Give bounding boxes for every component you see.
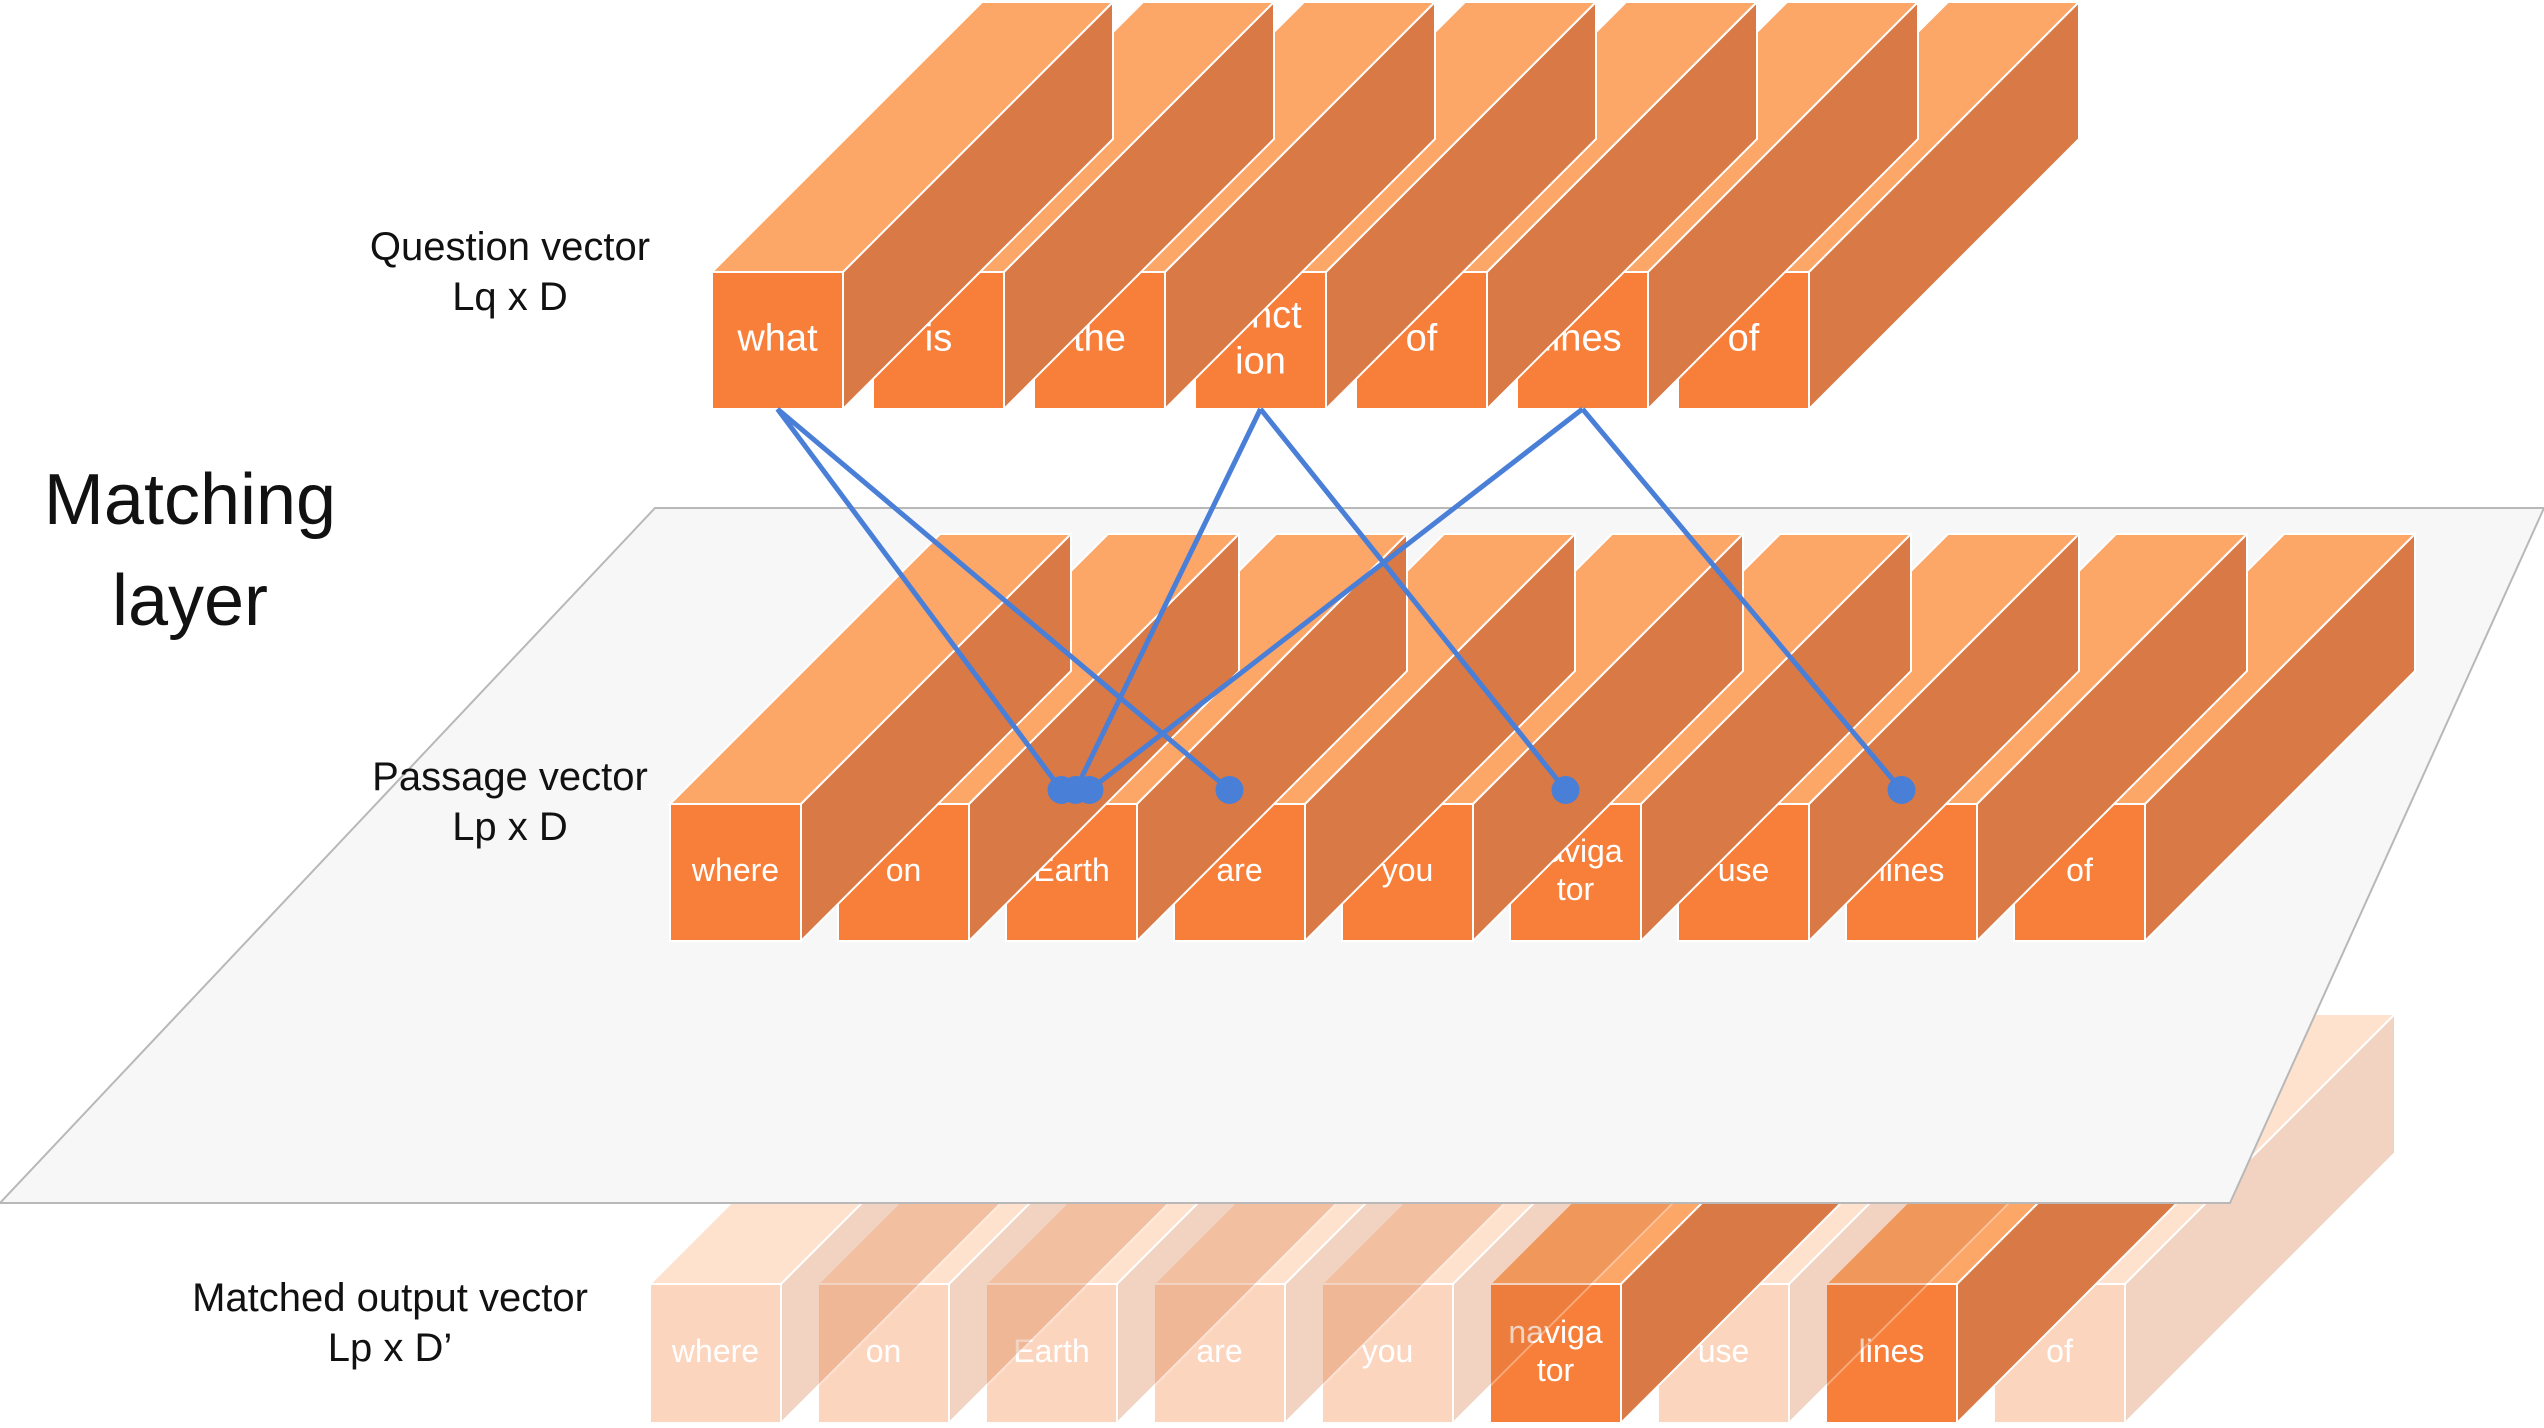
output-token-label: tor — [1537, 1352, 1575, 1388]
question-token-front-face — [711, 271, 844, 410]
output-token-side-face — [2124, 1011, 2396, 1426]
matching-layer-label: Matching layer — [43, 460, 337, 641]
attention-link-line — [1258, 407, 1568, 792]
output-token-label: where — [671, 1333, 759, 1369]
output-vector-label: Matched output vector Lp x D’ — [192, 1276, 588, 1370]
passage-vector-label: Passage vector Lp x D — [372, 755, 648, 849]
question-token-label: ion — [1235, 340, 1286, 382]
output-token-label: of — [2046, 1333, 2073, 1369]
output-token-label: Earth — [1013, 1333, 1089, 1369]
attention-link-dot — [1887, 776, 1916, 804]
passage-token-label: on — [886, 852, 922, 888]
output-token-label: you — [1362, 1333, 1414, 1369]
attention-link-dot — [1215, 776, 1244, 804]
output-token-front-face — [1825, 1283, 1958, 1424]
question-token-label: is — [925, 318, 952, 360]
output-token-front-face — [649, 1283, 782, 1424]
output-token-label: lines — [1859, 1333, 1925, 1369]
passage-token-front-face — [669, 803, 802, 942]
question-token-label: what — [736, 318, 818, 360]
attention-link-line — [1087, 407, 1585, 792]
output-token-front-face — [1321, 1283, 1454, 1424]
attention-link-dot — [1551, 776, 1580, 804]
attention-link-line — [775, 407, 1232, 792]
passage-token-label: where — [691, 852, 779, 888]
passage-token-0: where — [667, 531, 1074, 944]
output-token-front-face — [985, 1283, 1118, 1424]
output-token-label: on — [866, 1333, 902, 1369]
attention-link-line — [775, 407, 1064, 792]
passage-token-label: tor — [1557, 871, 1595, 907]
attention-link-line — [1580, 407, 1904, 792]
output-token-label: naviga — [1508, 1314, 1603, 1350]
passage-token-label: use — [1718, 852, 1770, 888]
passage-token-label: are — [1216, 852, 1262, 888]
question-vector-label: Question vector Lq x D — [369, 225, 651, 319]
passage-token-label: of — [2066, 852, 2093, 888]
output-token-label: are — [1196, 1333, 1242, 1369]
attention-link-line — [1073, 407, 1263, 792]
attention-links — [775, 407, 1916, 804]
output-token-front-face — [817, 1283, 950, 1424]
passage-token-label: you — [1382, 852, 1434, 888]
output-token-front-face — [1153, 1283, 1286, 1424]
output-token-front-face — [1489, 1283, 1622, 1424]
question-token-0: what — [709, 0, 1116, 412]
attention-link-dot — [1075, 776, 1104, 804]
